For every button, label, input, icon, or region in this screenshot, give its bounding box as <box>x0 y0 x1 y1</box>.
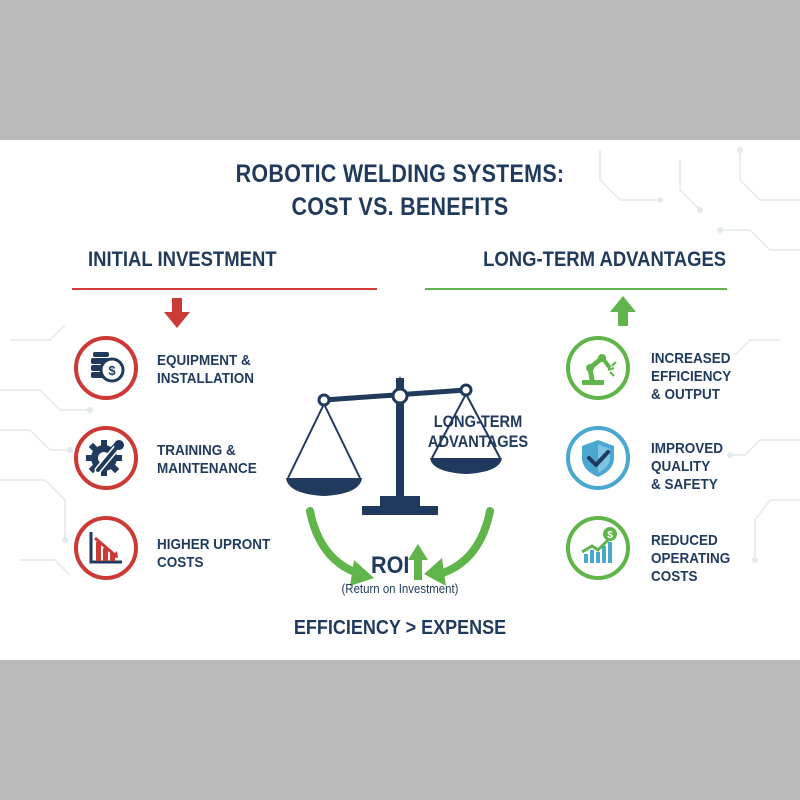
arrow-down-icon <box>164 298 190 328</box>
tagline: EFFICIENCY > EXPENSE <box>293 617 507 639</box>
roi-subtitle: (Return on Investment) <box>341 581 459 596</box>
page-title-line-2: COST VS. BENEFITS <box>291 193 509 221</box>
gear-wrench-icon <box>74 426 138 490</box>
circuit-background <box>0 147 800 576</box>
svg-text:$: $ <box>108 363 116 378</box>
initial-investment-heading: INITIAL INVESTMENT <box>88 248 277 271</box>
left-item-1-label: EQUIPMENT & INSTALLATION <box>157 352 254 387</box>
balance-scale-icon <box>286 376 502 515</box>
left-divider <box>72 288 377 290</box>
top-gray-band <box>0 0 800 140</box>
left-item-2-label: TRAINING & MAINTENANCE <box>157 442 257 477</box>
right-item-3-label: REDUCED OPERATING COSTS <box>651 532 731 585</box>
right-item-1-label: INCREASED EFFICIENCY & OUTPUT <box>651 350 732 403</box>
shield-check-icon <box>566 426 630 490</box>
bottom-gray-band <box>0 660 800 800</box>
infographic-panel: ROBOTIC WELDING SYSTEMS: COST VS. BENEFI… <box>0 140 800 660</box>
robot-arm-icon <box>566 336 630 400</box>
scale-pan-label: LONG-TERM ADVANTAGES <box>427 412 529 451</box>
page-title-line-1: ROBOTIC WELDING SYSTEMS: <box>235 160 565 188</box>
right-divider <box>425 288 727 290</box>
svg-text:$: $ <box>607 530 613 541</box>
left-item-3-label: HIGHER UPRONT COSTS <box>157 536 271 571</box>
arrow-up-icon <box>610 296 636 326</box>
long-term-advantages-heading: LONG-TERM ADVANTAGES <box>483 248 726 271</box>
right-item-2-label: IMPROVED QUALITY & SAFETY <box>651 440 724 493</box>
roi-label: ROI <box>371 552 410 579</box>
rising-chart-dollar-icon: $ <box>566 516 630 580</box>
roi-cycle-arrows <box>306 507 494 586</box>
coins-dollar-icon: $ <box>74 336 138 400</box>
declining-chart-icon <box>74 516 138 580</box>
